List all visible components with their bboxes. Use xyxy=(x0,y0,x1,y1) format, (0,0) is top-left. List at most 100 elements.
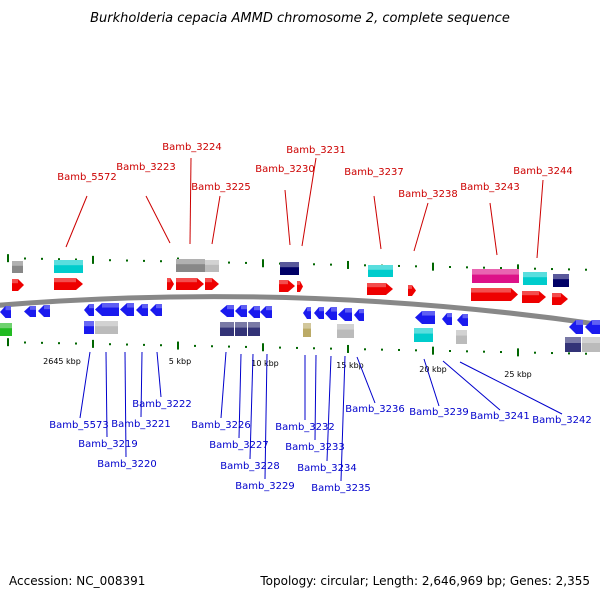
reverse-gene-arrow xyxy=(248,306,260,318)
reverse-gene-label: Bamb_3221 xyxy=(111,419,171,430)
forward-gene-arrow xyxy=(176,278,204,290)
forward-gene-label: Bamb_3224 xyxy=(162,142,222,153)
forward-gene-arrow xyxy=(552,293,568,305)
forward-gene-label: Bamb_3237 xyxy=(344,167,404,178)
label-leader-line xyxy=(536,179,544,259)
reverse-gene-label: Bamb_3232 xyxy=(275,422,335,433)
label-leader-line xyxy=(156,351,162,398)
reverse-gene-label: Bamb_3222 xyxy=(132,399,192,410)
reverse-gene-arrow xyxy=(354,309,364,321)
reverse-gene-label: Bamb_3220 xyxy=(97,459,157,470)
label-leader-line xyxy=(65,195,88,248)
reverse-gene-arrow xyxy=(569,320,583,334)
gene-block xyxy=(456,330,467,344)
gene-block xyxy=(582,337,600,352)
gene-block xyxy=(523,272,547,285)
label-leader-line xyxy=(284,189,291,246)
reverse-gene-arrow xyxy=(150,304,162,316)
reverse-gene-arrow xyxy=(260,306,272,318)
map-title: Burkholderia cepacia AMMD chromosome 2, … xyxy=(90,11,510,26)
accession-text: Accession: NC_008391 xyxy=(9,574,145,588)
forward-gene-label: Bamb_3243 xyxy=(460,182,520,193)
reverse-gene-label: Bamb_3229 xyxy=(235,481,295,492)
gene-block xyxy=(235,322,247,336)
forward-gene-label: Bamb_3231 xyxy=(286,145,346,156)
reverse-gene-label: Bamb_5573 xyxy=(49,420,109,431)
reverse-gene-label: Bamb_3234 xyxy=(297,463,357,474)
reverse-gene-arrow xyxy=(0,306,11,318)
label-leader-line xyxy=(489,202,498,256)
reverse-gene-arrow xyxy=(314,307,324,319)
gene-block xyxy=(472,269,519,283)
gene-block xyxy=(84,321,94,334)
scale-label: 20 kbp xyxy=(419,365,447,374)
forward-gene-arrow xyxy=(367,283,393,295)
forward-gene-arrow xyxy=(279,280,295,292)
reverse-gene-label: Bamb_3235 xyxy=(311,483,371,494)
forward-gene-label: Bamb_5572 xyxy=(57,172,117,183)
label-leader-line xyxy=(124,351,127,458)
reverse-gene-label: Bamb_3242 xyxy=(532,415,592,426)
reverse-gene-label: Bamb_3226 xyxy=(191,420,251,431)
forward-gene-arrow xyxy=(12,279,24,291)
label-leader-line xyxy=(238,353,242,439)
forward-gene-label: Bamb_3225 xyxy=(191,182,251,193)
reverse-gene-arrow xyxy=(38,305,50,317)
reverse-gene-arrow xyxy=(325,307,337,320)
reverse-gene-label: Bamb_3241 xyxy=(470,411,530,422)
gene-block xyxy=(368,265,393,277)
forward-gene-arrow xyxy=(471,288,518,301)
label-leader-line xyxy=(326,355,332,462)
gene-block xyxy=(95,321,118,334)
label-leader-line xyxy=(314,354,317,441)
gene-block xyxy=(303,323,311,337)
scale-label: 10 kbp xyxy=(251,359,279,368)
label-leader-line xyxy=(301,157,317,247)
scale-label: 25 kbp xyxy=(504,370,532,379)
label-leader-line xyxy=(356,356,376,404)
gene-block xyxy=(205,260,219,272)
reverse-gene-arrow xyxy=(24,306,36,317)
label-leader-line xyxy=(264,353,268,480)
reverse-gene-arrow xyxy=(136,304,148,316)
reverse-gene-arrow xyxy=(338,308,352,321)
label-leader-line xyxy=(413,202,429,252)
label-leader-line xyxy=(211,195,221,245)
label-leader-line xyxy=(249,353,254,460)
reverse-gene-labels: Bamb_5573Bamb_3219Bamb_3220Bamb_3221Bamb… xyxy=(49,351,592,494)
chromosome-backbone xyxy=(0,294,600,328)
reverse-gene-label: Bamb_3228 xyxy=(220,461,280,472)
topology-summary: Topology: circular; Length: 2,646,969 bp… xyxy=(259,574,590,588)
reverse-gene-label: Bamb_3239 xyxy=(409,407,469,418)
gene-track xyxy=(0,259,600,352)
scale-label: 5 kbp xyxy=(169,357,191,366)
label-leader-line xyxy=(79,351,91,419)
forward-gene-arrow xyxy=(297,281,303,292)
label-leader-line xyxy=(220,351,227,419)
forward-gene-label: Bamb_3223 xyxy=(116,162,176,173)
reverse-gene-arrow xyxy=(220,305,234,317)
label-leader-line xyxy=(423,358,440,407)
forward-gene-label: Bamb_3238 xyxy=(398,189,458,200)
reverse-gene-arrow xyxy=(120,303,134,316)
gene-block xyxy=(248,322,260,336)
reverse-gene-label: Bamb_3236 xyxy=(345,404,405,415)
label-leader-line xyxy=(140,351,143,418)
label-leader-line xyxy=(145,195,171,244)
gene-block xyxy=(414,328,433,342)
reverse-gene-arrow xyxy=(235,305,247,317)
label-leader-line xyxy=(373,195,382,250)
forward-gene-arrow xyxy=(205,278,219,290)
forward-gene-label: Bamb_3244 xyxy=(513,166,573,177)
gene-block xyxy=(12,261,23,273)
reverse-gene-arrow xyxy=(415,311,435,324)
label-leader-line xyxy=(459,361,563,415)
gene-block xyxy=(337,324,354,338)
gene-block xyxy=(553,274,569,287)
reverse-gene-arrow xyxy=(585,320,600,334)
reverse-gene-label: Bamb_3233 xyxy=(285,442,345,453)
scale-label: 2645 kbp xyxy=(43,357,81,366)
label-leader-line xyxy=(105,351,108,438)
